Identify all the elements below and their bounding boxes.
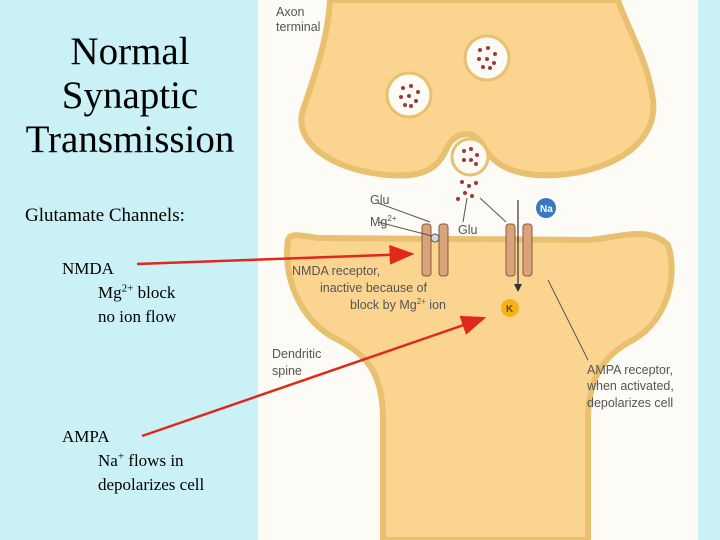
axon-terminal-label-1: Axon: [276, 5, 305, 19]
ampa-effect-text: flows in: [124, 451, 184, 471]
nmda-effect-text: block: [133, 283, 176, 303]
ampa-name: AMPA: [62, 427, 110, 446]
ampa-line-3: depolarizes cell: [98, 475, 205, 495]
k-ion-icon: K: [501, 299, 519, 317]
na-ion-icon: Na: [536, 198, 556, 218]
mg-left-text: Mg: [370, 215, 387, 229]
ampa-line-2: Na+ flows in: [62, 449, 204, 473]
nmda-definition: NMDA Mg2+ block no ion flow: [62, 257, 176, 329]
vesicle-1: [385, 71, 433, 119]
nmda-receptor-label-3-charge: 2+: [417, 297, 426, 306]
axon-terminal-label-2: terminal: [276, 20, 320, 34]
title-line-3: Transmission: [25, 118, 235, 162]
mg-ion-block: [430, 233, 440, 243]
nmda-receptor-label-2: inactive because of: [320, 281, 428, 295]
na-ion-label: Na: [540, 204, 553, 215]
vesicle-fusing: [450, 137, 490, 177]
dendritic-spine-label-1: Dendritic: [272, 347, 321, 361]
dendritic-spine-label-2: spine: [272, 364, 302, 378]
nmda-ion-charge: 2+: [121, 282, 134, 295]
glu-right-label: Glu: [458, 223, 478, 237]
nmda-ion-text: Mg: [98, 283, 122, 303]
axon-terminal: [298, 0, 657, 179]
ampa-receptor-label-3: depolarizes cell: [587, 396, 673, 410]
nmda-line-2: Mg2+ block: [62, 281, 176, 305]
ampa-receptor: [505, 200, 533, 292]
k-ion-label: K: [506, 304, 514, 315]
nmda-line-3: no ion flow: [98, 307, 177, 327]
ampa-receptor-label-1: AMPA receptor,: [587, 363, 673, 377]
nmda-receptor: [421, 223, 449, 277]
nmda-receptor-label-1: NMDA receptor,: [292, 264, 380, 278]
title-line-2: Synaptic: [61, 74, 199, 118]
nmda-name: NMDA: [62, 259, 114, 278]
released-glutamate: [456, 180, 478, 201]
subtitle: Glutamate Channels:: [25, 205, 185, 226]
ampa-ion-text: Na: [98, 451, 118, 471]
ampa-ion-charge: +: [117, 450, 125, 463]
title-line-1: Normal: [70, 30, 190, 73]
slide-title: Normal Synaptic Transmission: [5, 30, 255, 162]
vesicle-2: [463, 34, 511, 82]
ampa-receptor-label-2: when activated,: [586, 379, 674, 393]
synapse-diagram: Na K Axon terminal Glu Mg2+ Glu NMDA rec…: [258, 0, 698, 540]
mg-left-label: Mg2+: [370, 214, 397, 229]
ampa-definition: AMPA Na+ flows in depolarizes cell: [62, 425, 204, 497]
diagram-leader-lines: [377, 197, 589, 361]
nmda-receptor-label-3-text: block by Mg: [350, 298, 417, 312]
mg-left-charge: 2+: [387, 214, 396, 223]
glu-left-label: Glu: [370, 193, 390, 207]
nmda-receptor-label-3: block by Mg2+ ion: [350, 297, 446, 312]
nmda-receptor-label-3-suffix: ion: [426, 298, 446, 312]
